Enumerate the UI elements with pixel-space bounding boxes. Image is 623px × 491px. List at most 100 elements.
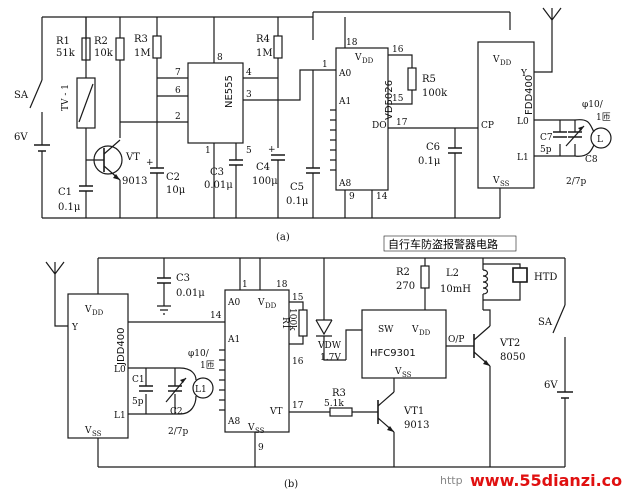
svg-text:17: 17 xyxy=(292,401,304,411)
c3-a xyxy=(229,159,243,166)
svg-text:8: 8 xyxy=(217,53,223,63)
svg-text:3: 3 xyxy=(246,90,252,100)
label-l2-b: L2 xyxy=(446,268,459,279)
svg-text:DD: DD xyxy=(362,57,374,65)
label-vdw-b: VDW xyxy=(317,341,342,351)
value-c7-a: 5p xyxy=(540,145,552,155)
label-r2-a: R2 xyxy=(94,36,108,47)
svg-text:15: 15 xyxy=(292,293,304,303)
svg-text:φ10/: φ10/ xyxy=(582,100,604,110)
antenna-b-icon xyxy=(45,261,65,275)
coil-l1-b xyxy=(192,377,214,399)
svg-text:Y: Y xyxy=(520,69,528,79)
value-c2-b: 2/7p xyxy=(168,427,188,437)
label-jdd400: JDD400 xyxy=(116,328,127,366)
label-c1-b: C1 xyxy=(132,375,145,385)
r2-b xyxy=(420,265,430,289)
svg-text:L1: L1 xyxy=(114,411,126,421)
label-6v-b: 6V xyxy=(544,380,558,391)
circuit-b: 自行车防盗报警器电路 JDD400 V DD Y L0 L1 V SS C3 0… xyxy=(45,235,573,490)
svg-text:1匝: 1匝 xyxy=(200,360,215,371)
svg-text:SW: SW xyxy=(378,325,394,335)
label-r5-a: R5 xyxy=(422,74,436,85)
r4-a xyxy=(273,35,283,59)
svg-text:L0: L0 xyxy=(517,117,529,127)
zener-vdw-b xyxy=(315,319,333,337)
label-r3-b: R3 xyxy=(332,388,346,399)
coil-l-a xyxy=(590,127,612,149)
svg-text:SS: SS xyxy=(255,427,265,435)
r3-a xyxy=(152,35,162,59)
watermark-prefix: http xyxy=(440,474,463,487)
caption-a: (a) xyxy=(276,232,290,243)
vd5026-chip xyxy=(335,47,389,191)
svg-text:6: 6 xyxy=(175,86,181,96)
svg-text:V: V xyxy=(492,55,500,65)
label-vt2-b: VT2 xyxy=(499,338,520,349)
transistor-vt-a xyxy=(86,139,123,218)
svg-text:5: 5 xyxy=(246,146,252,156)
svg-text:17: 17 xyxy=(396,118,408,128)
title-box xyxy=(383,235,517,252)
svg-text:7: 7 xyxy=(175,68,181,78)
value-c2-a: 10μ xyxy=(166,185,186,196)
svg-text:2: 2 xyxy=(175,112,181,122)
svg-text:V: V xyxy=(257,298,265,308)
label-r4-a: R4 xyxy=(256,34,270,45)
svg-text:1: 1 xyxy=(242,280,248,290)
svg-text:V: V xyxy=(84,305,92,315)
switch-sa-a xyxy=(29,79,43,109)
svg-text:DO: DO xyxy=(372,121,387,131)
svg-text:14: 14 xyxy=(376,192,388,202)
ne555-chip xyxy=(187,62,244,144)
svg-text:SS: SS xyxy=(402,371,412,379)
value-r4-a: 1M xyxy=(256,48,273,59)
c7-a xyxy=(553,131,567,138)
label-vt-a: VT xyxy=(125,152,140,163)
label-c4-a: C4 xyxy=(256,162,270,173)
svg-text:Y: Y xyxy=(71,323,79,333)
svg-text:+: + xyxy=(146,158,154,168)
r1-b xyxy=(298,309,308,337)
svg-text:V: V xyxy=(247,423,255,433)
value-c3-a: 0.01μ xyxy=(204,180,233,191)
svg-text:L1: L1 xyxy=(195,385,207,395)
svg-text:V: V xyxy=(394,367,402,377)
label-6v-a: 6V xyxy=(14,132,28,143)
svg-text:L1: L1 xyxy=(517,153,529,163)
svg-text:A1: A1 xyxy=(338,97,351,107)
value-c4-a: 100μ xyxy=(252,176,278,187)
svg-text:A8: A8 xyxy=(338,179,351,189)
svg-text:SS: SS xyxy=(92,430,102,438)
fdd400-chip xyxy=(477,41,535,189)
c5-a xyxy=(306,167,320,174)
label-fdd400: FDD400 xyxy=(524,75,535,115)
svg-text:DD: DD xyxy=(265,302,277,310)
svg-text:1: 1 xyxy=(322,60,328,70)
inductor-l2-b xyxy=(482,269,489,295)
r1-a xyxy=(81,37,91,61)
value-c8-a: 2/7p xyxy=(566,177,586,187)
value-vt1-b: 9013 xyxy=(404,420,429,431)
label-c2-b: C2 xyxy=(170,407,183,417)
hfc9301-chip xyxy=(361,309,447,379)
transistor-vt1-b xyxy=(377,378,395,467)
value-vt2-b: 8050 xyxy=(500,352,525,363)
label-sa-b: SA xyxy=(538,317,553,328)
battery-b xyxy=(557,391,573,399)
watermark-url: www.55dianzi.com xyxy=(470,471,623,490)
svg-text:φ10/: φ10/ xyxy=(188,349,210,359)
value-r3-a: 1M xyxy=(134,48,151,59)
svg-text:L: L xyxy=(597,135,603,145)
c2-b xyxy=(168,385,182,392)
svg-text:4: 4 xyxy=(246,68,252,78)
label-r3-a: R3 xyxy=(134,34,148,45)
label-r1-a: R1 xyxy=(56,36,70,47)
c8-a xyxy=(568,131,582,138)
c3-b xyxy=(157,277,171,284)
svg-text:V: V xyxy=(411,325,419,335)
svg-text:14: 14 xyxy=(210,311,222,321)
svg-text:A1: A1 xyxy=(227,335,240,345)
svg-text:A0: A0 xyxy=(227,298,240,308)
value-r1-b: 100k xyxy=(287,308,297,331)
